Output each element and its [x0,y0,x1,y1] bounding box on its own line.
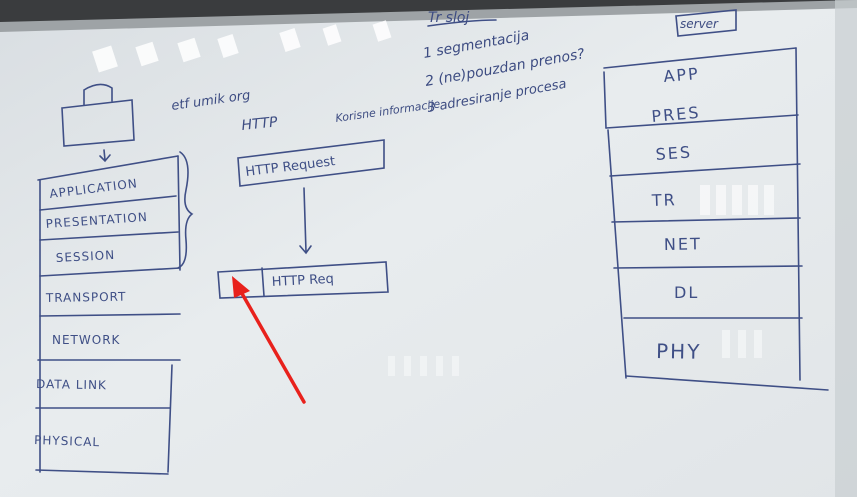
osi-right-layer-net: NET [664,234,702,254]
whiteboard-surface [0,6,857,497]
server-label: server [680,17,719,31]
osi-right-layer-dl: DL [674,283,699,302]
osi-right-layer-pres: PRES [651,103,702,126]
http-label: HTTP [241,114,279,134]
osi-left-layer-transport: TRANSPORT [45,290,127,305]
red-arrow [232,276,306,404]
osi-left-labels: APPLICATIONPRESENTATIONSESSIONTRANSPORTN… [34,176,148,449]
osi-right-layer-ses: SES [655,142,693,163]
http-segment-label: HTTP Req [271,272,334,290]
light-reflections [92,20,774,376]
title-text: Tr sloj [428,10,469,26]
osi-right-layer-phy: PHY [656,339,702,364]
osi-left-layer-data-link: DATA LINK [36,377,107,392]
osi-right-layer-app: APP [663,64,701,86]
osi-left-layer-network: NETWORK [52,333,121,347]
osi-left-layer-session: SESSION [55,248,115,265]
osi-right-layer-tr: TR [650,190,677,210]
marker-strokes [35,9,829,475]
osi-left-layer-physical: PHYSICAL [34,433,100,449]
osi-right-labels: APP PRES SES TR NET DL PHY [650,64,701,364]
